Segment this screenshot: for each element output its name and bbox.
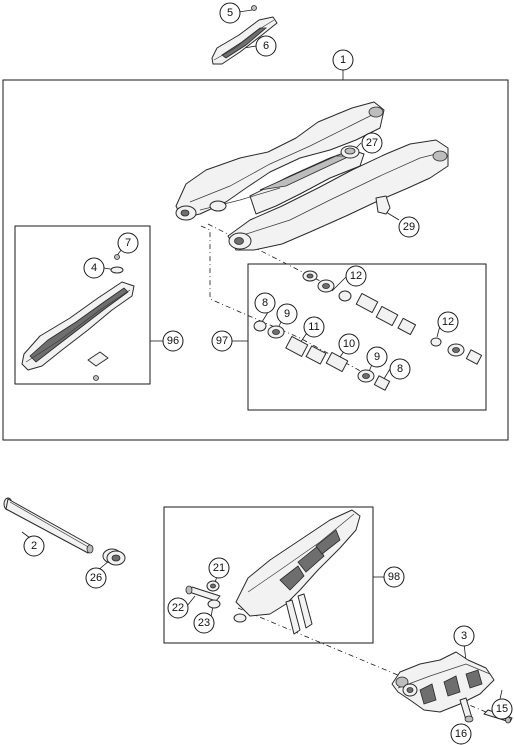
callout-5: 5 [219,2,241,24]
callout-23-label: 23 [198,617,210,629]
callout-29-label: 29 [403,221,415,233]
callout-12-lower: 12 [437,311,459,333]
callout-4: 4 [83,257,105,279]
callout-11-label: 11 [308,321,319,333]
bearing-kit-parts [253,270,483,391]
callout-97-label: 97 [216,335,228,347]
swingarm-assembly-frame [2,79,509,441]
chain-slider-part [21,254,135,381]
callout-3: 3 [453,625,475,647]
chain-guide-top-part [211,5,278,65]
callout-96-label: 96 [167,335,179,347]
callout-4-label: 4 [91,262,97,274]
callout-22: 22 [167,597,189,619]
callout-9-upper: 9 [276,303,298,325]
callout-10: 10 [338,333,360,355]
callout-27: 27 [361,132,383,154]
callout-1: 1 [332,49,354,71]
callout-7: 7 [117,232,139,254]
callout-11: 11 [303,316,325,338]
bushing-21-part [206,580,220,592]
callout-9-upper-label: 9 [284,308,290,320]
callout-26: 26 [85,567,107,589]
callout-2: 2 [23,535,45,557]
callout-7-label: 7 [125,237,131,249]
callout-29: 29 [398,216,420,238]
chain-guard-part [233,509,361,635]
callout-12-upper-label: 12 [350,270,362,282]
callout-27-label: 27 [366,137,378,149]
bearing-kit-frame [247,263,487,411]
bushing-27-part [340,145,360,159]
callout-3-label: 3 [461,630,467,642]
callout-6-label: 6 [263,40,269,52]
callout-8-lower: 8 [389,358,411,380]
bolt-16-part [459,697,474,723]
callout-6: 6 [255,35,277,57]
spacer-26-part [102,548,126,566]
chain-slider-kit-frame [14,225,151,385]
chain-guard-kit-frame [163,506,374,644]
callout-21: 21 [208,557,230,579]
callout-1-label: 1 [340,54,346,66]
chain-guide-part [391,651,495,713]
washer-23-part [207,599,221,609]
callout-22-label: 22 [172,602,184,614]
callout-16-label: 16 [455,728,467,740]
callout-5-label: 5 [227,7,233,19]
callout-10-label: 10 [343,338,355,350]
callout-96: 96 [162,330,184,352]
callout-15-label: 15 [496,703,508,715]
callout-2-label: 2 [31,540,37,552]
assembly-axis-lines [200,223,506,721]
callout-9-lower-label: 9 [374,351,380,363]
callout-8-upper-label: 8 [262,297,268,309]
callout-8-upper: 8 [254,292,276,314]
callout-98: 98 [383,566,405,588]
bolt-22-part [185,585,221,602]
callout-21-label: 21 [213,562,225,574]
callout-15: 15 [491,698,513,720]
callout-12-upper: 12 [345,265,367,287]
callout-98-label: 98 [388,571,400,583]
callout-8-lower-label: 8 [397,363,403,375]
callout-16: 16 [450,723,472,745]
callout-12-lower-label: 12 [442,316,454,328]
swingarm-part [175,101,449,251]
callout-97: 97 [211,330,233,352]
callout-26-label: 26 [90,572,102,584]
callout-23: 23 [193,612,215,634]
callout-9-lower: 9 [366,346,388,368]
wheel-axle-part [3,497,94,554]
